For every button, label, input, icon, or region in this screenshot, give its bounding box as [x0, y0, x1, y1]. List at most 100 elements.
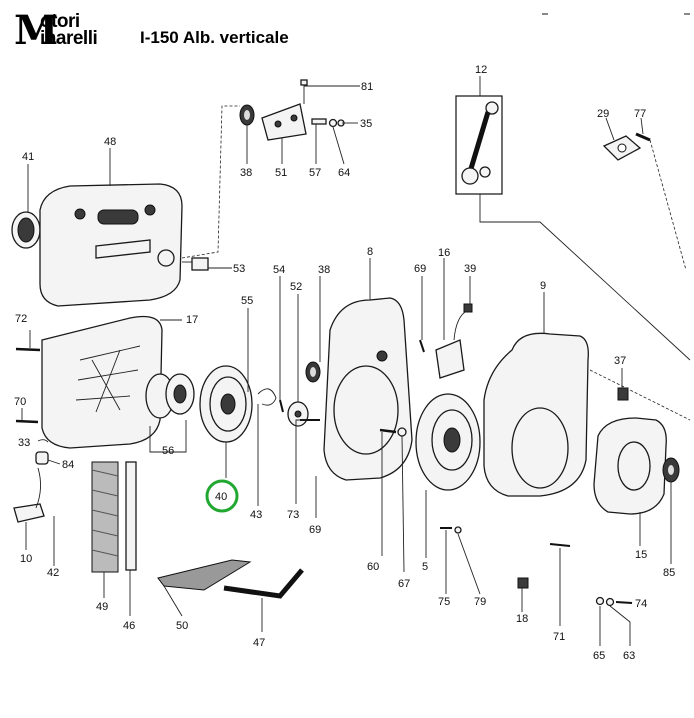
label-60: 60	[367, 561, 379, 573]
part-57-screw	[311, 118, 327, 125]
part-50-mesh	[157, 559, 252, 591]
part-38-seal-top	[239, 104, 255, 126]
label-47: 47	[253, 637, 265, 649]
label-51: 51	[275, 167, 287, 179]
label-38-mid: 38	[318, 264, 330, 276]
label-53: 53	[233, 263, 245, 275]
part-43-spring	[257, 388, 277, 406]
part-29-gasket	[602, 135, 642, 161]
part-47-bar	[223, 568, 304, 599]
logo-line-2: inarelli	[40, 28, 97, 49]
label-10: 10	[20, 553, 32, 565]
label-12: 12	[475, 64, 487, 76]
label-33: 33	[18, 437, 30, 449]
leader-lines	[21, 76, 691, 646]
part-84-clamp	[35, 451, 49, 465]
part-41-knob	[11, 211, 41, 249]
label-50: 50	[176, 620, 188, 632]
part-64-washer	[328, 118, 338, 128]
label-63: 63	[623, 650, 635, 662]
label-41: 41	[22, 151, 34, 163]
part-72-screw	[15, 347, 41, 352]
part-67-washer	[397, 427, 407, 437]
label-15: 15	[635, 549, 647, 561]
part-15-cylinder	[593, 417, 667, 515]
page-title: I-150 Alb. verticale	[140, 28, 289, 47]
highlight-ring	[205, 479, 239, 513]
part-51-bracket	[261, 103, 307, 141]
label-55: 55	[241, 295, 253, 307]
label-69-low: 69	[309, 524, 321, 536]
part-8-shroud	[323, 297, 413, 481]
label-75: 75	[438, 596, 450, 608]
part-79-washer	[454, 526, 462, 534]
label-16: 16	[438, 247, 450, 259]
part-65-washer	[595, 596, 605, 606]
label-54: 54	[273, 264, 285, 276]
part-9-crankcase	[483, 332, 589, 497]
part-46-rod	[125, 461, 137, 571]
label-18: 18	[516, 613, 528, 625]
part-63-nut	[605, 597, 615, 607]
part-33-clip	[37, 439, 49, 443]
label-48: 48	[104, 136, 116, 148]
part-74-screw	[615, 601, 633, 604]
part-69-screw-top	[419, 339, 425, 353]
label-5: 5	[422, 561, 428, 573]
label-71: 71	[553, 631, 565, 643]
label-29: 29	[597, 108, 609, 120]
part-56-pulley	[145, 373, 195, 419]
label-57: 57	[309, 167, 321, 179]
part-53-switch	[182, 257, 209, 271]
label-79: 79	[474, 596, 486, 608]
part-49-filter	[91, 461, 119, 573]
part-5-flywheel	[415, 393, 481, 491]
label-84: 84	[62, 459, 74, 471]
part-71-stud	[549, 543, 571, 547]
part-70-screw	[15, 419, 39, 424]
label-65: 65	[593, 650, 605, 662]
logo-initial: M	[14, 7, 58, 54]
label-81: 81	[361, 81, 373, 93]
label-46: 46	[123, 620, 135, 632]
label-39: 39	[464, 263, 476, 275]
label-17: 17	[186, 314, 198, 326]
part-52-washer	[287, 401, 309, 427]
part-77-pin	[635, 132, 651, 142]
label-67: 67	[398, 578, 410, 590]
label-74: 74	[635, 598, 647, 610]
label-37: 37	[614, 355, 626, 367]
part-85-seal	[662, 457, 680, 483]
part-60-bolt	[379, 428, 397, 434]
part-38-seal-mid	[305, 361, 321, 383]
part-39-nut	[463, 303, 473, 313]
part-81-screw	[300, 79, 308, 104]
label-43: 43	[250, 509, 262, 521]
label-72: 72	[15, 313, 27, 325]
part-40-starter-drum	[199, 365, 253, 443]
label-64: 64	[338, 167, 350, 179]
label-49: 49	[96, 601, 108, 613]
part-10-throttle	[13, 467, 45, 523]
label-40: 40	[215, 491, 227, 503]
label-85: 85	[663, 567, 675, 579]
part-labels: 81 35 12 29 77 38 51 57 64 41 48 53 8 16…	[14, 64, 675, 662]
part-37-plug	[617, 387, 629, 401]
part-48-cover	[39, 183, 183, 307]
label-77: 77	[634, 108, 646, 120]
label-70: 70	[14, 396, 26, 408]
label-42: 42	[47, 567, 59, 579]
label-69-top: 69	[414, 263, 426, 275]
label-52: 52	[290, 281, 302, 293]
label-38-top: 38	[240, 167, 252, 179]
label-35: 35	[360, 118, 372, 130]
logo-line-1: otori	[40, 11, 80, 32]
label-8: 8	[367, 246, 373, 258]
label-56: 56	[162, 445, 174, 457]
label-9: 9	[540, 280, 546, 292]
part-54-pin	[279, 399, 284, 413]
brand-logo: M otori inarelli	[14, 7, 98, 54]
part-12-connecting-rod	[455, 95, 503, 195]
label-73: 73	[287, 509, 299, 521]
part-18-nut	[517, 577, 529, 589]
